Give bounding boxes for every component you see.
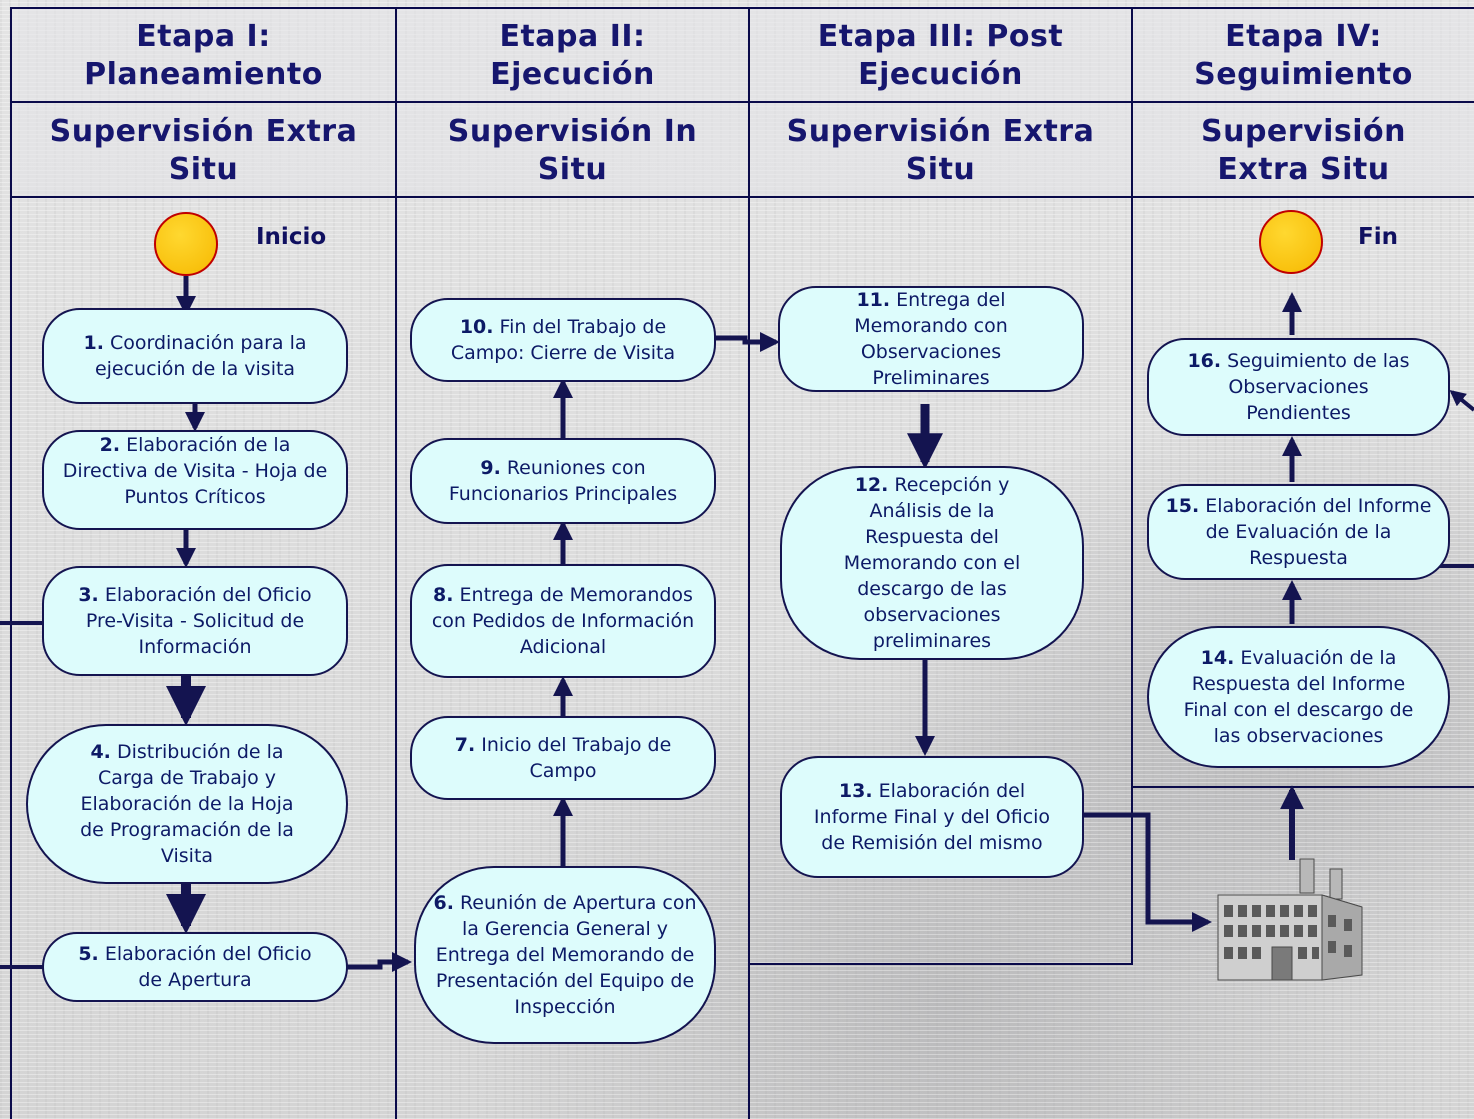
step-text: Entrega del Memorando con Observaciones … bbox=[854, 289, 1008, 389]
step-7-node: 7. Inicio del Trabajo de Campo bbox=[410, 716, 716, 800]
step-2-node: 2. Elaboración de la Directiva de Visita… bbox=[42, 430, 348, 530]
end-terminal bbox=[1259, 210, 1323, 274]
stage-header-3: Etapa III: Post Ejecución bbox=[817, 19, 1064, 92]
step-number: 16. bbox=[1187, 350, 1222, 372]
lane-divider-3 bbox=[1131, 7, 1133, 965]
step-text: Elaboración del Oficio Pre-Visita - Soli… bbox=[85, 584, 312, 658]
step-number: 13. bbox=[838, 780, 873, 802]
step-text: Fin del Trabajo de Campo: Cierre de Visi… bbox=[450, 316, 676, 364]
stub-right-16 bbox=[1449, 389, 1474, 412]
step-text: Seguimiento de las Observaciones Pendien… bbox=[1221, 350, 1410, 424]
step-text: Evaluación de la Respuesta del Informe F… bbox=[1183, 647, 1414, 747]
step-text: Elaboración del Informe Final y del Ofic… bbox=[813, 780, 1051, 854]
step-8-node: 8. Entrega de Memorandos con Pedidos de … bbox=[410, 564, 716, 678]
supervision-header-4: Supervisión Extra Situ bbox=[1200, 114, 1407, 187]
step-number: 3. bbox=[78, 584, 99, 606]
step-11-node: 11. Entrega del Memorando con Observacio… bbox=[778, 286, 1084, 392]
step-text: Elaboración del Informe de Evaluación de… bbox=[1199, 495, 1432, 569]
step-13-node: 13. Elaboración del Informe Final y del … bbox=[780, 756, 1084, 878]
grid-line-header bbox=[10, 101, 1474, 103]
step-number: 7. bbox=[454, 734, 476, 756]
step-1-node: 1. Coordinación para la ejecución de la … bbox=[42, 308, 348, 404]
step-number: 4. bbox=[90, 741, 111, 763]
step-number: 6. bbox=[433, 892, 454, 914]
start-label: Inicio bbox=[256, 224, 327, 250]
stage-header-1: Etapa I: Planeamiento bbox=[84, 19, 323, 92]
step-text: Reuniones con Funcionarios Principales bbox=[448, 457, 678, 505]
step-number: 5. bbox=[78, 943, 99, 965]
lane-divider-left bbox=[10, 7, 12, 1119]
step-3-node: 3. Elaboración del Oficio Pre-Visita - S… bbox=[42, 566, 348, 676]
step-number: 11. bbox=[856, 289, 891, 311]
arrow-13-entity bbox=[1084, 812, 1212, 932]
step-5-node: 5. Elaboración del Oficio de Apertura bbox=[42, 932, 348, 1002]
arrow-10-11 bbox=[714, 332, 780, 352]
supervision-header-2: Supervisión In Situ bbox=[447, 114, 698, 187]
step-text: Coordinación para la ejecución de la vis… bbox=[94, 332, 307, 380]
lane-divider-1 bbox=[395, 7, 397, 1119]
supervision-header-3: Supervisión Extra Situ bbox=[786, 114, 1095, 187]
start-terminal bbox=[154, 212, 218, 276]
step-number: 2. bbox=[99, 434, 121, 456]
grid-line-top bbox=[10, 7, 1474, 9]
step-12-node: 12. Recepción y Análisis de la Respuesta… bbox=[780, 466, 1084, 660]
supervision-header-1: Supervisión Extra Situ bbox=[49, 114, 358, 187]
step-number: 12. bbox=[854, 474, 889, 496]
step-text: Entrega de Memorandos con Pedidos de Inf… bbox=[431, 584, 695, 658]
step-9-node: 9. Reuniones con Funcionarios Principale… bbox=[410, 438, 716, 524]
step-text: Recepción y Análisis de la Respuesta del… bbox=[843, 474, 1021, 652]
step-16-node: 16. Seguimiento de las Observaciones Pen… bbox=[1147, 338, 1450, 436]
lane-divider-2 bbox=[748, 7, 750, 1119]
step-text: Inicio del Trabajo de Campo bbox=[475, 734, 672, 782]
step-text: Distribución de la Carga de Trabajo y El… bbox=[80, 741, 294, 867]
step-number: 1. bbox=[83, 332, 104, 354]
step-4-node: 4. Distribución de la Carga de Trabajo y… bbox=[26, 724, 348, 884]
stage-header-2: Etapa II: Ejecución bbox=[490, 19, 655, 92]
arrow-5-6 bbox=[347, 952, 412, 972]
step-15-node: 15. Elaboración del Informe de Evaluació… bbox=[1147, 484, 1450, 580]
step-text: Reunión de Apertura con la Gerencia Gene… bbox=[435, 892, 697, 1018]
lane-3-bottom bbox=[750, 963, 1133, 965]
step-number: 14. bbox=[1200, 647, 1235, 669]
grid-line-supervision bbox=[10, 196, 1474, 198]
step-14-node: 14. Evaluación de la Respuesta del Infor… bbox=[1147, 626, 1450, 768]
building-icon bbox=[1217, 858, 1363, 981]
stage-header-4: Etapa IV: Seguimiento bbox=[1194, 19, 1413, 92]
step-number: 10. bbox=[459, 316, 494, 338]
step-text: Elaboración de la Directiva de Visita - … bbox=[62, 434, 328, 508]
step-number: 8. bbox=[433, 584, 454, 606]
step-10-node: 10. Fin del Trabajo de Campo: Cierre de … bbox=[410, 298, 716, 382]
step-number: 15. bbox=[1165, 495, 1200, 517]
step-number: 9. bbox=[480, 457, 501, 479]
end-label: Fin bbox=[1358, 224, 1398, 250]
step-text: Elaboración del Oficio de Apertura bbox=[98, 943, 312, 991]
step-6-node: 6. Reunión de Apertura con la Gerencia G… bbox=[414, 866, 716, 1044]
